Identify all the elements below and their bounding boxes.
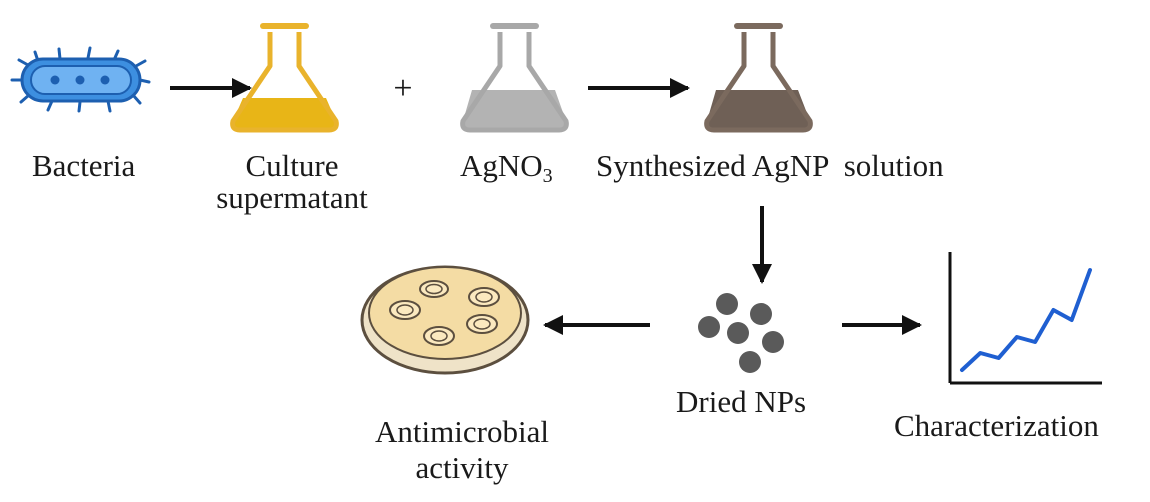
antimicrobial-label-line1: Antimicrobial [375,414,549,449]
plus-sign: + [393,70,412,107]
characterization-chart-icon [948,252,1102,385]
bacteria-label: Bacteria [32,148,136,183]
agno3-label-subscript: 3 [542,165,553,187]
culture-flask-icon [230,23,339,133]
agno3-label-main: AgNO [460,148,543,183]
culture-label: Culture supermatant [212,148,372,216]
agnp-flask-icon [704,23,813,133]
antimicrobial-label-line2: activity [415,450,509,485]
dried-nanoparticles-icon [698,293,784,373]
dried-nps-label: Dried NPs [676,384,807,419]
synthesized-label: Synthesized AgNP solution [596,148,944,183]
agno3-flask-icon [460,23,569,133]
characterization-line [960,268,1092,372]
petri-dish-icon [360,265,530,375]
culture-label-line2: supermatant [216,180,368,215]
agno3-label: AgNO3 [460,148,553,187]
antimicrobial-label: Antimicrobial activity [352,414,572,486]
bacteria-icon [10,46,151,113]
culture-label-line1: Culture [245,148,339,183]
characterization-label: Characterization [894,408,1099,443]
